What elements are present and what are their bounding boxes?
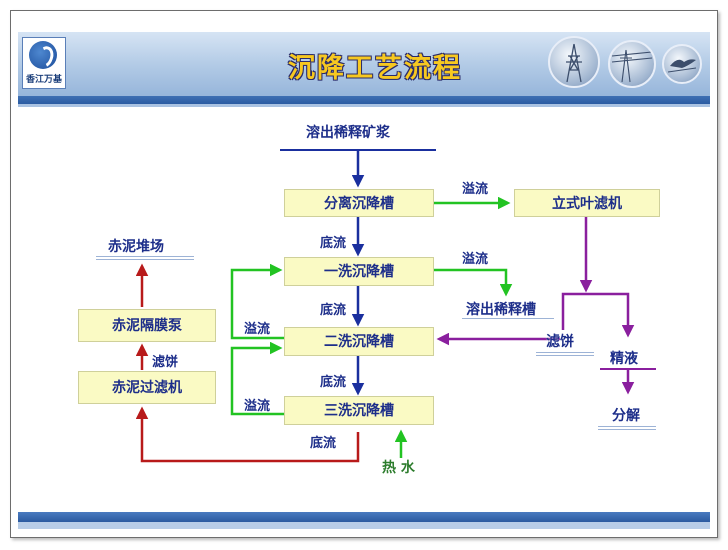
arrow-wash3-overflow (230, 341, 284, 416)
cake-underline-2 (536, 355, 594, 356)
diaphragm-pump-box: 赤泥隔膜泵 (78, 309, 216, 342)
logo-emblem-icon (29, 41, 57, 69)
overflow-label-4: 溢流 (244, 399, 271, 414)
company-logo: 香江万基 (22, 37, 66, 89)
arrow-split-refined (561, 292, 635, 338)
overflow-label-3: 溢流 (244, 322, 271, 337)
wash1-settler: 一洗沉降槽 (284, 257, 434, 286)
red-mud-yard-label: 赤泥堆场 (108, 239, 164, 255)
decomp-underline-2 (598, 429, 656, 430)
underflow-label-2: 底流 (320, 303, 347, 318)
refined-liquor-label: 精液 (610, 351, 638, 367)
arrow-wash1-overflow (434, 268, 513, 297)
dilution-tank-label: 溶出稀释槽 (466, 302, 536, 318)
cake-underline (536, 352, 594, 353)
overflow-label-1: 溢流 (462, 182, 489, 197)
bird-icon (662, 44, 702, 84)
wash2-settler: 二洗沉降槽 (284, 327, 434, 356)
overflow-label-2: 溢流 (462, 252, 489, 267)
leaf-filter-box: 立式叶滤机 (514, 189, 660, 217)
feed-label: 溶出稀释矿浆 (306, 125, 390, 141)
yard-underline (96, 256, 194, 257)
power-tower-icon (548, 36, 600, 88)
transmission-line-icon (608, 40, 656, 88)
red-mud-filter-box: 赤泥过滤机 (78, 371, 216, 404)
footer-stripe-light (18, 522, 710, 529)
filter-cake-right-label: 滤饼 (546, 334, 574, 350)
underflow-label-3: 底流 (320, 375, 347, 390)
arrow-wash2-overflow (230, 263, 284, 340)
dilution-underline (462, 318, 554, 319)
hot-water-label: 热 水 (382, 460, 415, 476)
header-stripe (18, 96, 710, 104)
decomposition-label: 分解 (612, 408, 640, 424)
header-stripe-light (18, 104, 710, 107)
footer-stripe (18, 512, 710, 522)
underflow-label-1: 底流 (320, 236, 347, 251)
logo-text: 香江万基 (25, 75, 62, 85)
wash3-settler: 三洗沉降槽 (284, 396, 434, 425)
decomp-underline (598, 426, 656, 427)
yard-underline-2 (96, 259, 194, 260)
separation-settler: 分离沉降槽 (284, 189, 434, 217)
arrow-wash3-underflow (135, 406, 360, 463)
slide-title: 沉降工艺流程 (288, 53, 462, 84)
filter-cake-left-label: 滤饼 (152, 355, 179, 370)
underflow-label-4: 底流 (310, 436, 337, 451)
